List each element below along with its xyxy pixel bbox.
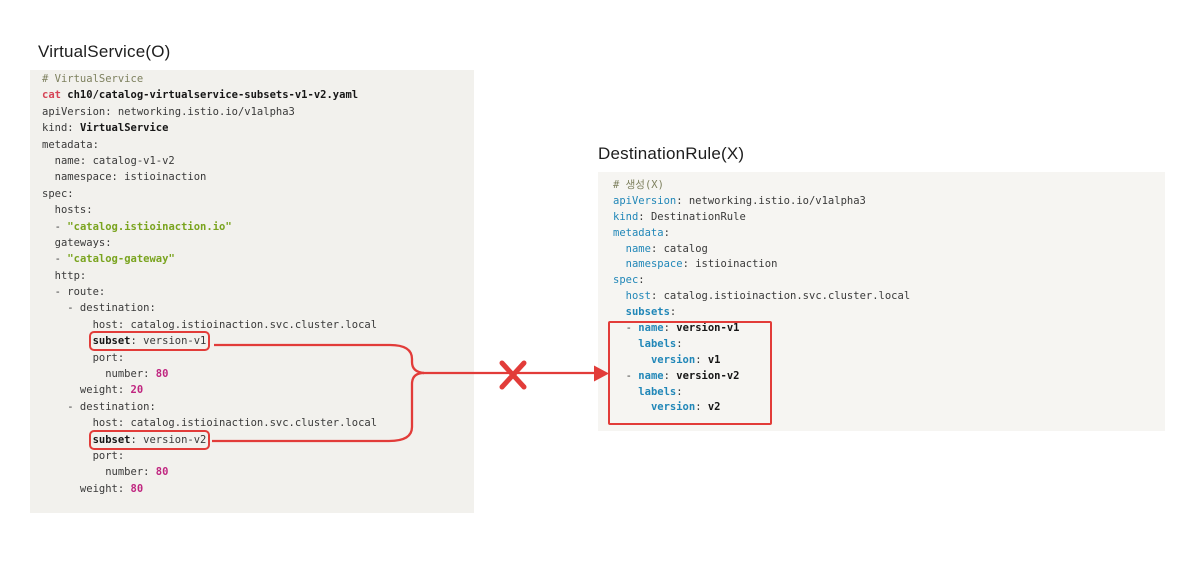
code-line: spec:: [613, 274, 645, 287]
code-line: number: 80: [42, 466, 169, 479]
code-line: - name: version-v2: [613, 369, 740, 382]
code-line: subsets:: [625, 306, 677, 319]
code-line: namespace: istioinaction: [42, 171, 207, 184]
code-line: kind: DestinationRule: [613, 210, 746, 223]
code-line: # VirtualService: [42, 73, 144, 85]
code-line: labels:: [638, 337, 683, 350]
code-line: version: v1: [650, 353, 721, 366]
destinationrule-code-block: # 생성(X) apiVersion: networking.istio.io/v…: [598, 172, 1165, 431]
code-line: apiVersion: networking.istio.io/v1alpha3: [613, 194, 866, 207]
code-line: http:: [42, 269, 87, 282]
code-line: apiVersion: networking.istio.io/v1alpha3: [42, 105, 295, 118]
code-line: weight: 80: [42, 482, 144, 495]
code-line: - "catalog.istioinaction.io": [42, 220, 232, 233]
code-line: hosts:: [42, 204, 93, 217]
code-line: subset: version-v1: [88, 331, 211, 352]
code-line: namespace: istioinaction: [625, 258, 778, 271]
left-panel-title: VirtualService(O): [38, 42, 171, 61]
code-line: weight: 20: [42, 384, 144, 397]
code-line: metadata:: [613, 226, 670, 239]
code-line: spec:: [42, 187, 74, 200]
code-line: - "catalog-gateway": [42, 253, 175, 266]
virtualservice-code-block: # VirtualService cat ch10/catalog-virtual…: [30, 70, 474, 513]
x-cross-icon: [499, 360, 527, 390]
code-line: # 생성(X): [613, 179, 664, 191]
code-line: host: catalog.istioinaction.svc.cluster.…: [625, 290, 911, 303]
code-line: - destination:: [42, 400, 156, 413]
code-line: cat ch10/catalog-virtualservice-subsets-…: [42, 89, 359, 102]
right-panel-title: DestinationRule(X): [598, 144, 745, 163]
code-line: - route:: [42, 286, 106, 299]
code-line: metadata:: [42, 138, 99, 151]
code-line: version: v2: [650, 401, 721, 414]
code-line: host: catalog.istioinaction.svc.cluster.…: [42, 417, 378, 430]
code-line: kind: VirtualService: [42, 122, 169, 135]
code-line: gateways:: [42, 236, 112, 249]
code-line: number: 80: [42, 368, 169, 381]
code-line: host: catalog.istioinaction.svc.cluster.…: [42, 318, 378, 331]
code-line: labels:: [638, 385, 683, 398]
code-line: name: catalog: [625, 242, 708, 255]
code-line: - destination:: [42, 302, 156, 315]
code-line: port:: [42, 449, 125, 462]
code-line: port:: [42, 351, 125, 364]
code-line: name: catalog-v1-v2: [42, 154, 175, 167]
code-line: subset: version-v2: [88, 429, 211, 450]
code-line: - name: version-v1: [613, 322, 740, 335]
